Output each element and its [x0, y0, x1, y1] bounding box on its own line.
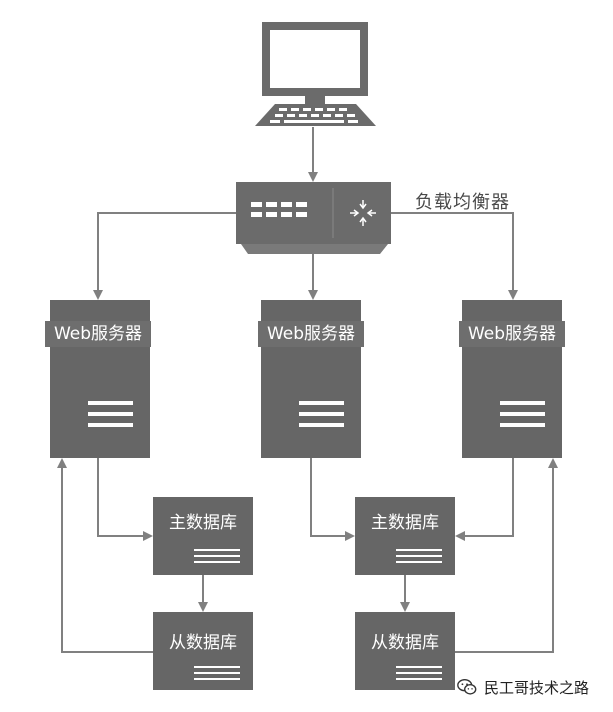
master-db-2: [355, 497, 455, 575]
computer-icon: [255, 22, 376, 126]
load-balancer-label: 负载均衡器: [415, 192, 510, 213]
web-server-2-label: Web服务器: [258, 321, 364, 347]
slave-db-1-label: 从数据库: [169, 633, 237, 653]
master-db-1: [153, 497, 253, 575]
master-db-1-label: 主数据库: [169, 513, 237, 533]
slave-db-1: [153, 612, 253, 690]
slave-db-2: [355, 612, 455, 690]
slave-db-2-label: 从数据库: [371, 633, 439, 653]
connector-lines: [57, 127, 558, 653]
watermark-text: 民工哥技术之路: [484, 678, 590, 697]
routing-arrows-icon: [350, 200, 376, 226]
watermark: 民工哥技术之路: [456, 676, 589, 698]
web-server-3-label: Web服务器: [459, 321, 565, 347]
web-server-1-label: Web服务器: [45, 321, 151, 347]
load-balancer-device: [236, 182, 391, 254]
wechat-icon: [457, 678, 477, 695]
master-db-2-label: 主数据库: [371, 513, 439, 533]
